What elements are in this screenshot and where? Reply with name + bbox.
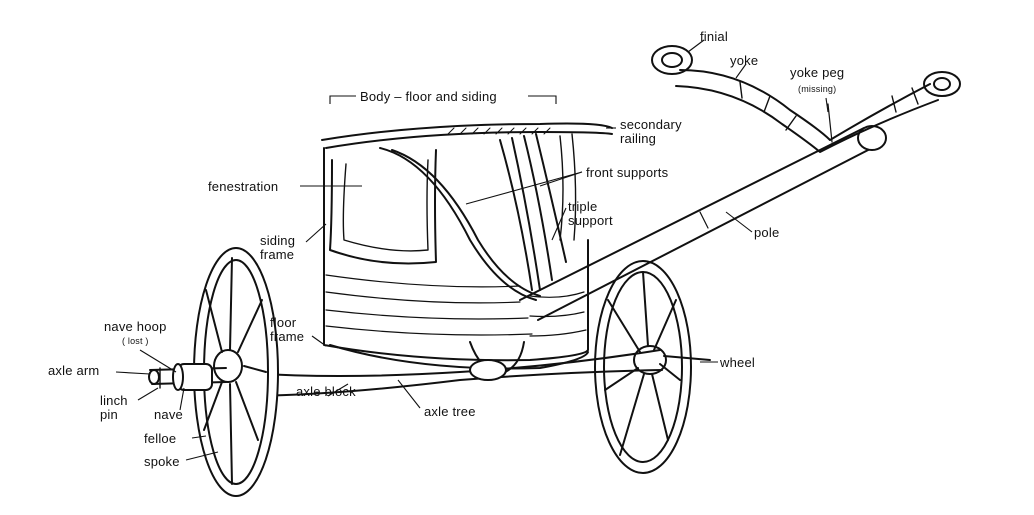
left-wheel-drawing xyxy=(148,247,279,497)
leader-nave-hoop xyxy=(139,349,177,373)
leader-nave xyxy=(179,387,185,411)
leader-yoke xyxy=(735,63,747,79)
label-nave: nave xyxy=(154,407,183,422)
label-yoke-peg-note: (missing) xyxy=(798,84,837,94)
label-wheel: wheel xyxy=(720,355,755,370)
label-nave-hoop: nave hoop xyxy=(104,319,167,334)
leader-finial xyxy=(687,39,705,53)
label-triple-support: triple support xyxy=(568,200,613,228)
leader-lines xyxy=(115,39,829,461)
label-secondary-railing-line2: railing xyxy=(620,131,657,146)
label-secondary-railing-line1: secondary xyxy=(620,117,682,132)
leader-siding-frame xyxy=(305,223,327,243)
label-floor-frame-line2: frame xyxy=(270,329,305,344)
yoke-drawing xyxy=(651,45,961,153)
label-linch-pin: linch pin xyxy=(100,394,128,422)
leader-floor-frame xyxy=(311,335,327,347)
label-body: Body – floor and siding xyxy=(360,89,497,104)
label-yoke: yoke xyxy=(730,53,759,68)
label-floor-frame: floor frame xyxy=(270,316,304,344)
label-siding-frame: siding frame xyxy=(260,234,295,262)
leader-felloe xyxy=(191,435,207,439)
leader-yoke-peg xyxy=(825,97,829,113)
label-linch-pin-line2: pin xyxy=(100,407,118,422)
label-linch-pin-line1: linch xyxy=(100,393,128,408)
label-nave-hoop-note: ( lost ) xyxy=(122,336,149,346)
label-yoke-peg: yoke peg xyxy=(790,65,845,80)
label-floor-frame-line1: floor xyxy=(270,315,297,330)
label-siding-frame-line2: frame xyxy=(260,247,295,262)
label-triple-support-line2: support xyxy=(568,213,613,228)
label-secondary-railing: secondary railing xyxy=(620,118,682,146)
leader-linch-pin xyxy=(137,387,159,401)
label-axle-arm: axle arm xyxy=(48,363,100,378)
axle-tree-drawing xyxy=(235,349,663,397)
label-axle-tree: axle tree xyxy=(424,404,476,419)
label-spoke: spoke xyxy=(144,454,180,469)
leader-axle-tree xyxy=(397,379,421,409)
leader-pole xyxy=(725,211,753,233)
label-finial: finial xyxy=(700,29,728,44)
label-front-supports: front supports xyxy=(586,165,669,180)
label-pole: pole xyxy=(754,225,780,240)
leader-triple-support xyxy=(551,207,567,241)
leader-axle-arm xyxy=(115,371,151,375)
label-triple-support-line1: triple xyxy=(568,199,598,214)
body-bracket xyxy=(329,95,557,104)
chariot-body-drawing xyxy=(321,122,613,381)
right-wheel-drawing xyxy=(594,260,711,474)
leader-spoke xyxy=(185,451,219,461)
label-axle-block: axle block xyxy=(296,384,356,399)
label-siding-frame-line1: siding xyxy=(260,233,296,248)
leader-front-supports xyxy=(465,171,583,205)
label-fenestration: fenestration xyxy=(208,179,279,194)
leader-axle-block xyxy=(327,383,349,397)
label-felloe: felloe xyxy=(144,431,177,446)
